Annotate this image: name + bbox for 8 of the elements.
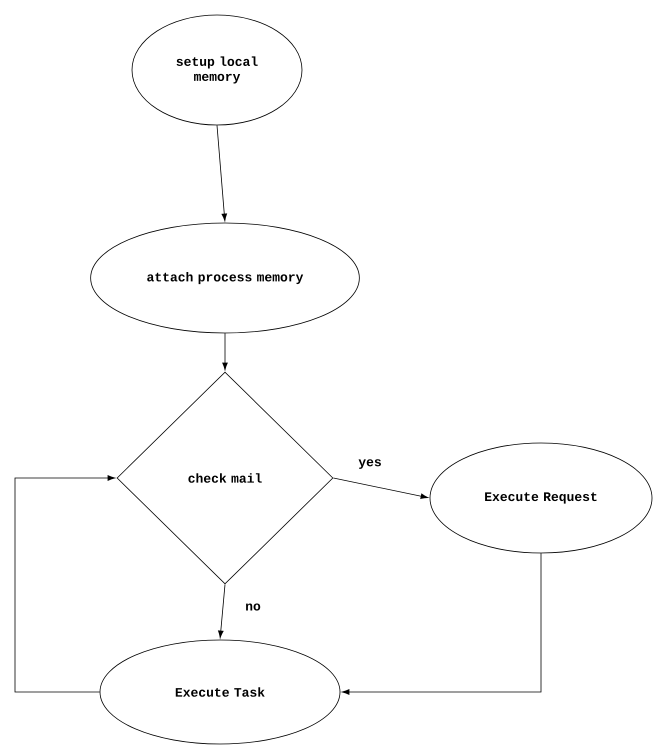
arrow	[333, 478, 428, 499]
edge-label: yes	[357, 458, 383, 470]
edge-label: no	[244, 602, 262, 612]
arrow	[14, 475, 116, 692]
arrow	[216, 125, 228, 222]
arrow	[342, 553, 542, 695]
arrow	[218, 584, 226, 638]
arrow	[222, 333, 228, 370]
